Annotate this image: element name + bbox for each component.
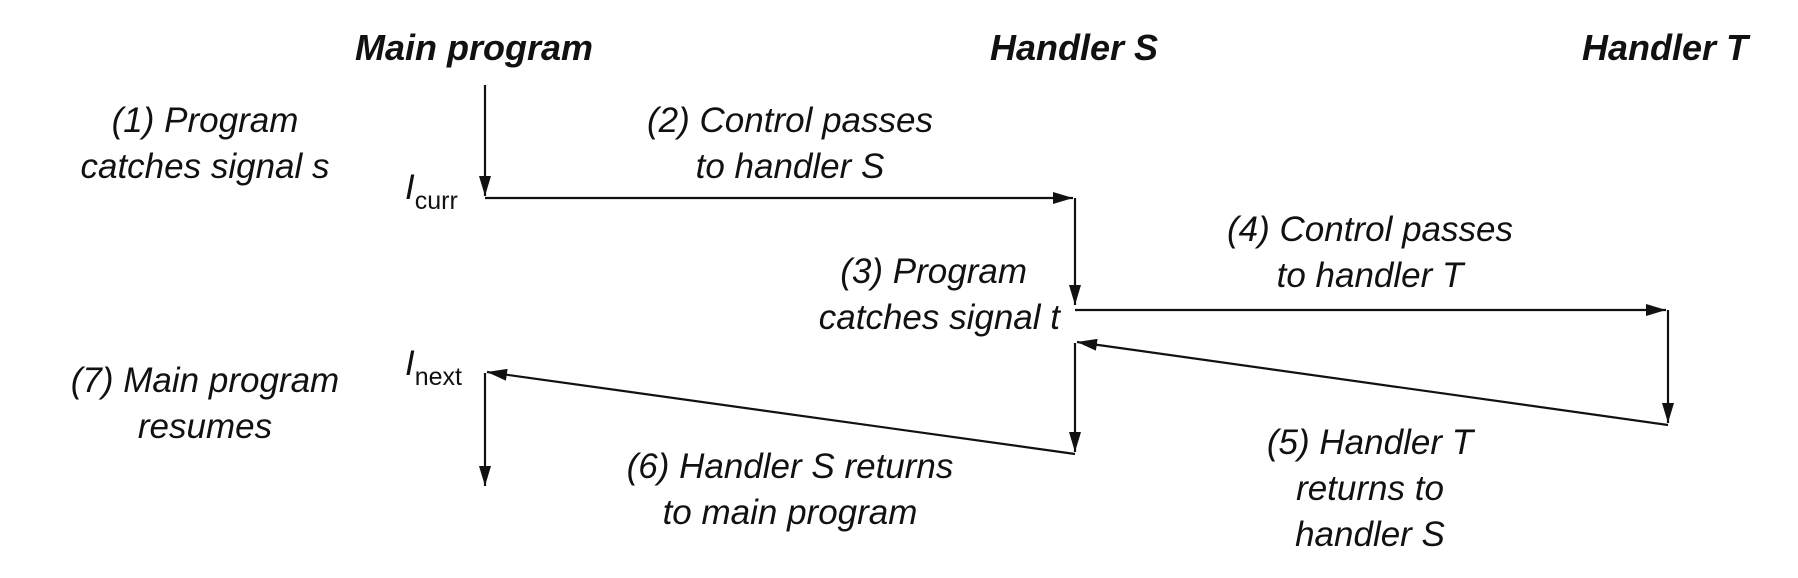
header-main-program: Main program [355, 27, 594, 68]
handler-s-return-arrow [486, 368, 1076, 456]
header-handler-t: Handler T [1582, 27, 1749, 68]
instruction-i-curr: Icurr [405, 168, 458, 215]
handler-t-return-arrow [1076, 338, 1669, 427]
instruction-i-next: Inext [405, 344, 462, 391]
header-handler-s: Handler S [990, 27, 1159, 68]
